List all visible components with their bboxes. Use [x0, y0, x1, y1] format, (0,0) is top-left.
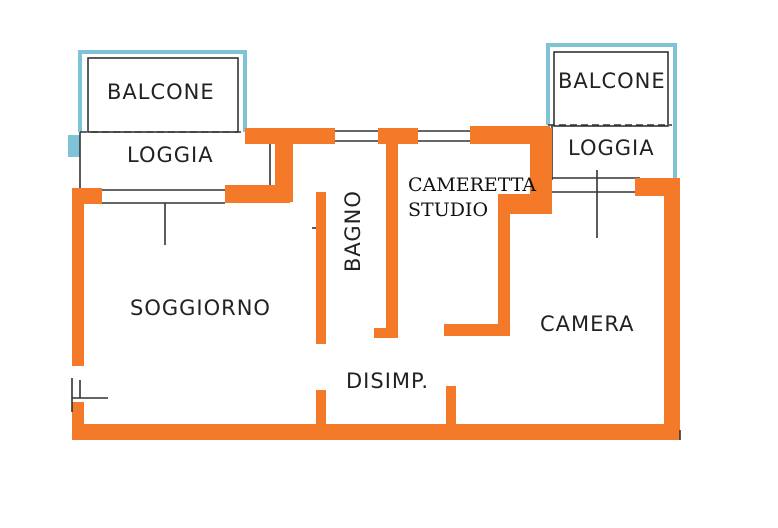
- left-balcony-area: [68, 50, 271, 204]
- label-disimpegno: DISIMP.: [346, 369, 429, 393]
- label-balcone-right: BALCONE: [558, 69, 666, 93]
- right-balcony-area: [546, 43, 677, 193]
- label-loggia-right: LOGGIA: [568, 136, 655, 160]
- label-loggia-left: LOGGIA: [127, 143, 214, 167]
- balcony-post: [68, 135, 80, 157]
- label-balcone-left: BALCONE: [107, 80, 215, 104]
- label-camera: CAMERA: [540, 312, 635, 336]
- plan-marks: [71, 170, 681, 440]
- label-studio: STUDIO: [408, 199, 488, 221]
- walls: [72, 126, 680, 440]
- label-cameretta: CAMERETTA: [408, 174, 536, 196]
- label-soggiorno: SOGGIORNO: [130, 296, 271, 320]
- label-bagno: BAGNO: [341, 190, 365, 272]
